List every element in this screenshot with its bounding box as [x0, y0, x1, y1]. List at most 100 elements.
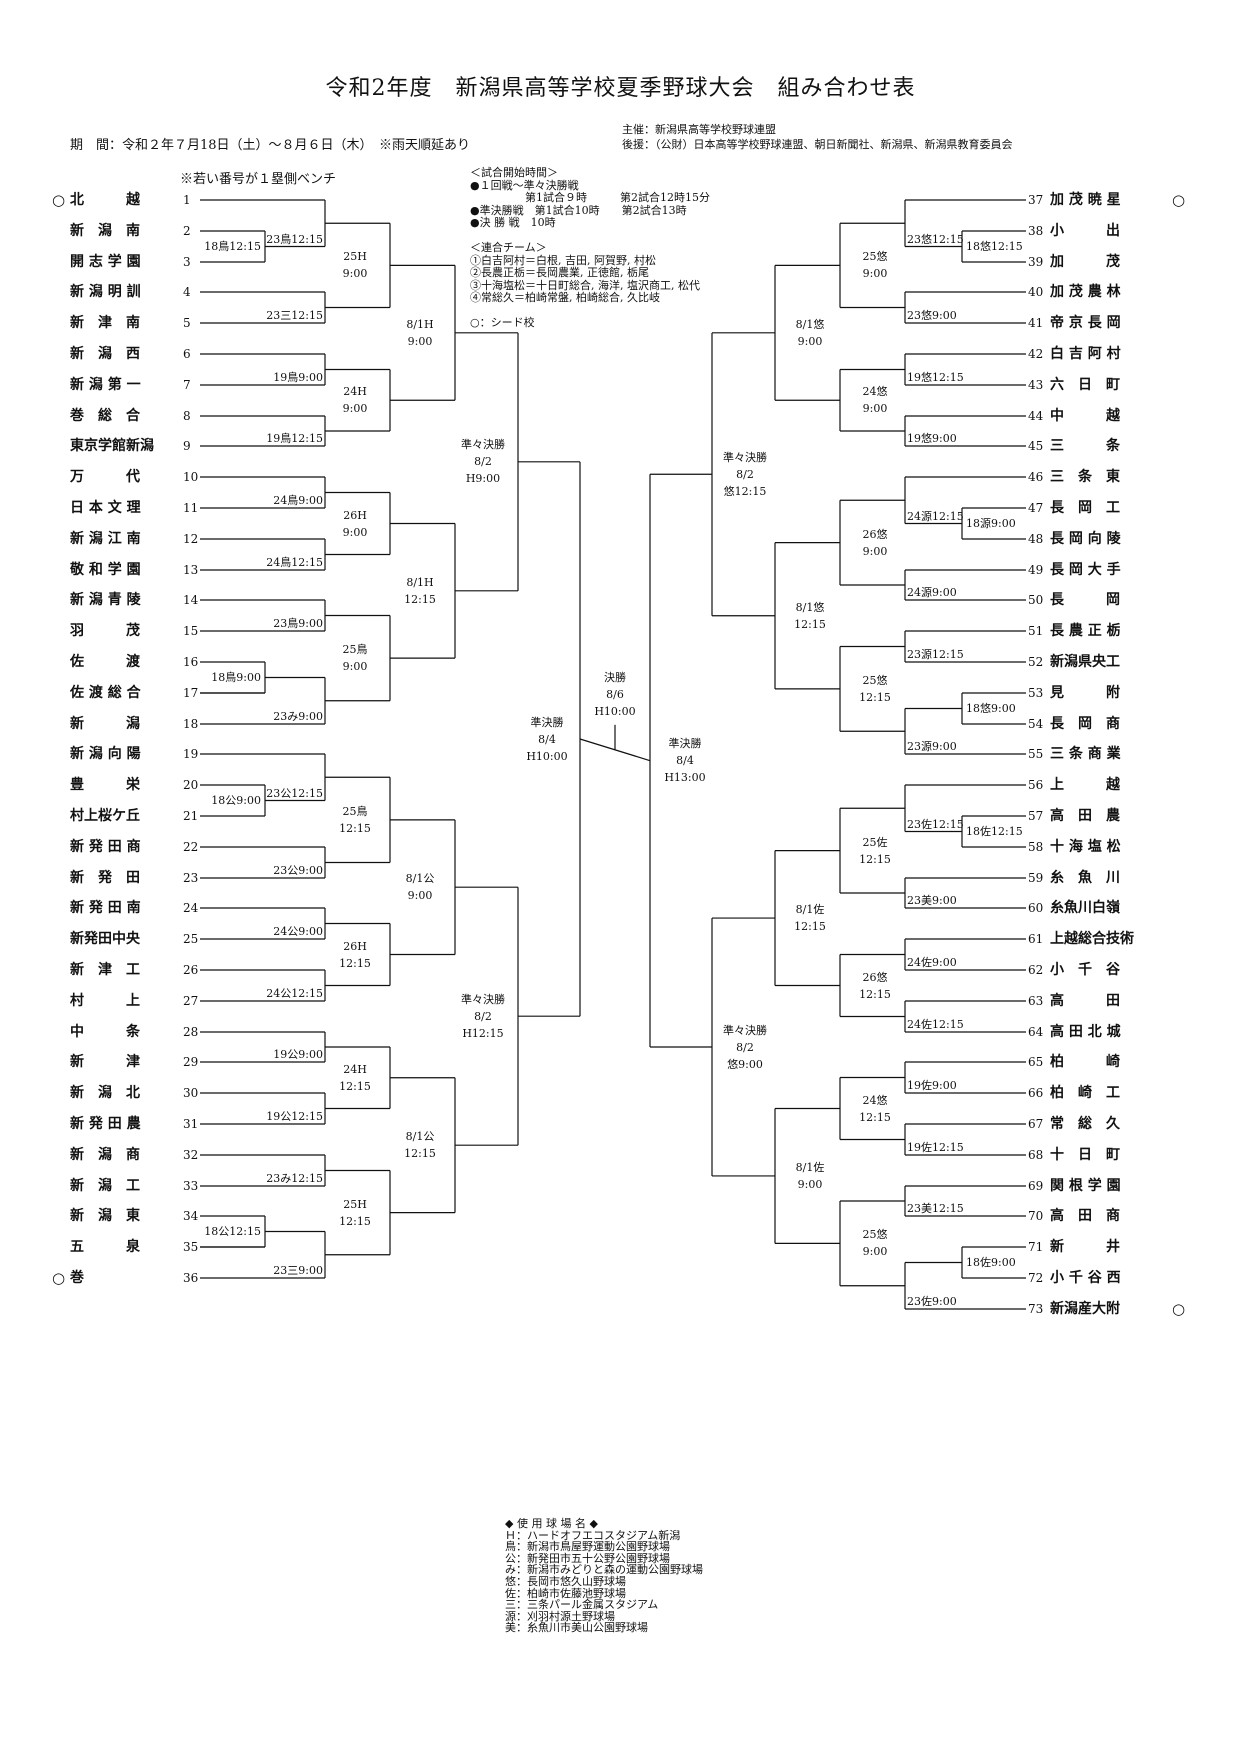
team-number: 1 [183, 193, 191, 207]
game-label: 19悠12:15 [907, 371, 964, 384]
team-left: 新 潟 工 [70, 1178, 140, 1194]
time-info-line: ＜連合チーム＞ [470, 241, 547, 254]
team-number: 12 [183, 532, 199, 546]
team-number: 65 [1028, 1055, 1044, 1069]
game-label: 23公12:15 [266, 786, 323, 800]
team-right: 糸魚川白嶺 [1050, 900, 1120, 916]
team-number: 19 [183, 747, 199, 761]
team-number: 26 [183, 963, 199, 977]
venue-line: 悠：長岡市悠久山野球場 [505, 1574, 626, 1588]
team-right: 小 千 谷 西 [1050, 1270, 1121, 1286]
game-label: 23鳥12:15 [266, 232, 323, 246]
team-right: 高 田 商 [1050, 1208, 1120, 1224]
team-right: 小 千 谷 [1050, 962, 1120, 978]
team-left: 羽 茂 [70, 623, 140, 639]
venue-line: 三：三条パール金属スタジアム [505, 1598, 659, 1612]
team-left: 新 潟 明 訓 [70, 284, 141, 300]
time-info-line: ○：シード校 [470, 316, 535, 329]
team-right: 加 茂 暁 星 [1050, 192, 1121, 208]
team-left: 東京学館新潟 [70, 438, 154, 454]
team-left: 村 上 [70, 993, 140, 1009]
game-label: 18鳥9:00 [211, 671, 261, 684]
game-label: 23悠12:15 [907, 232, 964, 246]
game-label: 18佐12:15 [966, 825, 1023, 838]
team-number: 57 [1028, 809, 1044, 823]
team-number: 61 [1028, 932, 1044, 946]
team-right: 白 吉 阿 村 [1050, 346, 1121, 362]
team-number: 21 [183, 809, 199, 823]
team-right: 長 岡 向 陵 [1050, 531, 1121, 547]
team-left: 新 発 田 南 [70, 900, 141, 916]
team-number: 34 [183, 1209, 199, 1223]
time-info-line: ●決 勝 戦 10時 [470, 216, 556, 229]
sponsor-block: 主催：新潟県高等学校野球連盟 後援：（公財）日本高等学校野球連盟、朝日新聞社、新… [622, 122, 1013, 152]
team-number: 36 [183, 1271, 199, 1285]
team-number: 50 [1028, 593, 1044, 607]
team-number: 52 [1028, 655, 1044, 669]
team-number: 37 [1028, 193, 1044, 207]
team-number: 4 [183, 285, 191, 299]
venue-line: Ｈ：ハードオフエコスタジアム新潟 [505, 1528, 681, 1542]
team-right: 見 附 [1050, 685, 1120, 701]
team-left: 新 潟 青 陵 [70, 592, 141, 608]
team-right: 関 根 学 園 [1050, 1178, 1121, 1194]
team-number: 35 [183, 1240, 199, 1254]
game-label: 23美9:00 [907, 894, 957, 907]
game-label: 18源9:00 [966, 517, 1016, 530]
team-number: 7 [183, 378, 191, 392]
team-number: 18 [183, 717, 199, 731]
game-label: 23鳥9:00 [273, 617, 323, 630]
team-left: 新 津 工 [70, 962, 140, 978]
team-number: 16 [183, 655, 199, 669]
time-info-line: ①白吉阿村＝白根, 吉田, 阿賀野, 村松 [470, 253, 656, 267]
team-number: 59 [1028, 871, 1044, 885]
team-number: 41 [1028, 316, 1044, 330]
game-label: 23源9:00 [907, 740, 957, 753]
team-number: 39 [1028, 255, 1044, 269]
team-number: 63 [1028, 994, 1044, 1008]
game-label: 19佐9:00 [907, 1079, 957, 1092]
time-info-line: ③十海塩松＝十日町総合, 海洋, 塩沢商工, 松代 [470, 278, 700, 292]
time-info-line: ＜試合開始時間＞ [470, 166, 558, 179]
team-number: 5 [183, 316, 191, 330]
organizer-text: 主催：新潟県高等学校野球連盟 [622, 123, 776, 136]
team-left: 新 発 田 商 [70, 839, 141, 855]
team-number: 53 [1028, 686, 1044, 700]
game-label: 23源12:15 [907, 648, 964, 661]
team-number: 15 [183, 624, 199, 638]
team-number: 42 [1028, 347, 1044, 361]
team-number: 8 [183, 409, 191, 423]
team-number: 54 [1028, 717, 1044, 731]
team-left: 巻 総 合 [70, 408, 140, 424]
team-left: 五 泉 [70, 1239, 140, 1255]
supporter-text: 後援：（公財）日本高等学校野球連盟、朝日新聞社、新潟県、新潟県教育委員会 [622, 138, 1013, 151]
team-right: 長 岡 [1050, 592, 1120, 608]
team-right: 糸 魚 川 [1050, 870, 1120, 886]
team-number: 55 [1028, 747, 1044, 761]
team-number: 40 [1028, 285, 1044, 299]
team-left: 北 越 [70, 192, 140, 208]
team-number: 28 [183, 1025, 199, 1039]
team-left: 中 条 [70, 1024, 140, 1040]
team-number: 70 [1028, 1209, 1044, 1223]
team-left: 開 志 学 園 [70, 254, 141, 270]
team-number: 68 [1028, 1148, 1044, 1162]
team-left: 巻 [70, 1270, 84, 1286]
time-info-line: ●準決勝戦 第1試合10時 第2試合13時 [470, 203, 687, 217]
team-left: 豊 栄 [70, 777, 140, 793]
